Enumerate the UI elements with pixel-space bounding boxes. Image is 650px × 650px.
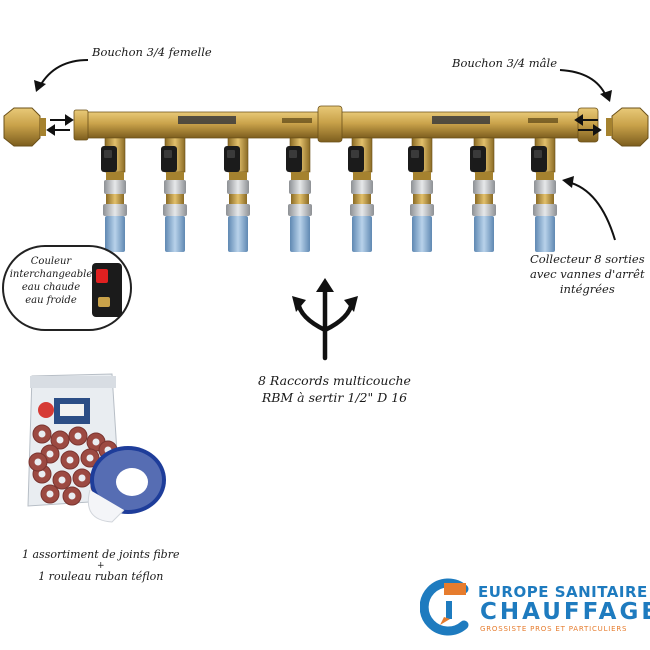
manifold-bar <box>73 105 599 143</box>
female-plug <box>3 107 46 147</box>
logo-text-line3: GROSSISTE PROS ET PARTICULIERS <box>480 625 628 633</box>
collector-label-line3: intégrées <box>559 282 615 296</box>
valve-handle <box>101 146 117 172</box>
logo-text-line2: CHAUFFAGE <box>480 599 650 625</box>
multilayer-fitting <box>535 216 555 252</box>
outlet-1 <box>101 137 127 252</box>
collector-label-line1: Collecteur 8 sorties <box>530 252 645 266</box>
outlets-group <box>101 137 557 252</box>
valve-handle <box>470 146 486 172</box>
multilayer-fitting <box>105 216 125 252</box>
teflon-tape-roll <box>87 446 166 523</box>
multilayer-fitting <box>165 216 185 252</box>
fiber-joints-bag <box>27 373 121 507</box>
color-label-line2: interchangeable <box>9 269 93 280</box>
color-label-line4: eau froide <box>25 295 77 306</box>
male-plug <box>606 107 649 147</box>
brand-logo-mark-icon <box>420 578 469 636</box>
valve-handle <box>408 146 424 172</box>
outlet-7 <box>470 137 496 252</box>
male-plug-label: Bouchon 3/4 mâle <box>452 56 558 70</box>
raccords-label: 8 Raccords multicouche RBM à sertir 1/2"… <box>258 372 411 406</box>
raccords-label-line1: 8 Raccords multicouche <box>258 373 411 388</box>
multilayer-fitting <box>290 216 310 252</box>
color-label: Couleur interchangeable eau chaude eau f… <box>8 255 94 307</box>
joints-label-line2: 1 rouleau ruban téflon <box>38 570 164 583</box>
outlet-2 <box>161 137 187 252</box>
raccords-label-line2: RBM à sertir 1/2" D 16 <box>261 390 408 405</box>
valve-handle <box>286 146 302 172</box>
outlet-5 <box>348 137 374 252</box>
joints-label: 1 assortiment de joints fibre + 1 roulea… <box>22 548 180 584</box>
outlet-6 <box>408 137 434 252</box>
valve-handle-closeup <box>92 263 122 317</box>
brand-logo: EUROPE SANITAIRE CHAUFFAGE GROSSISTE PRO… <box>420 575 650 645</box>
flow-arrows <box>46 114 602 136</box>
joints-label-plus: + <box>96 561 105 571</box>
collector-label-line2: avec vannes d'arrêt <box>530 267 645 281</box>
valve-handle <box>161 146 177 172</box>
color-label-line3: eau chaude <box>21 282 81 293</box>
valve-handle <box>531 146 547 172</box>
joints-label-line1: 1 assortiment de joints fibre <box>22 548 180 561</box>
manifold-illustration <box>3 105 649 252</box>
multilayer-fitting <box>352 216 372 252</box>
joints-and-tape-kit <box>27 373 166 523</box>
multilayer-fitting <box>474 216 494 252</box>
collector-label: Collecteur 8 sorties avec vannes d'arrêt… <box>530 252 645 297</box>
multilayer-fitting <box>412 216 432 252</box>
valve-handle <box>224 146 240 172</box>
outlet-3 <box>224 137 250 252</box>
outlet-4 <box>286 137 312 252</box>
color-callout-bubble: Couleur interchangeable eau chaude eau f… <box>2 245 132 331</box>
logo-text-line1: EUROPE SANITAIRE <box>478 583 648 601</box>
multilayer-fitting <box>228 216 248 252</box>
outlet-8 <box>531 137 557 252</box>
female-plug-label: Bouchon 3/4 femelle <box>92 45 212 59</box>
color-label-line1: Couleur <box>30 256 72 267</box>
triple-arrow-icon <box>295 285 355 361</box>
valve-handle <box>348 146 364 172</box>
